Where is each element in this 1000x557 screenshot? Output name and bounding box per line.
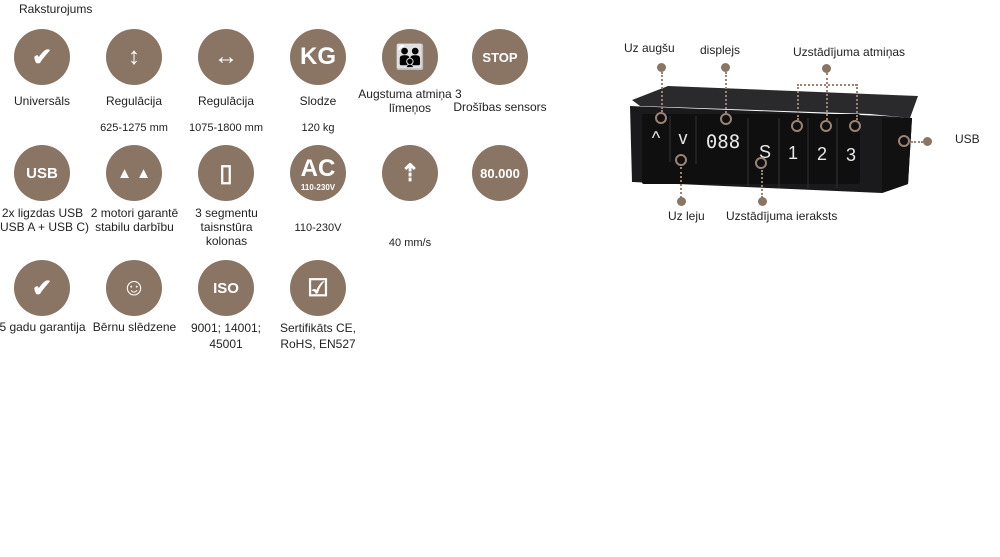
icon-glyph: KG xyxy=(300,43,336,70)
feature-label: 2x ligzdas USB (USB A + USB C) xyxy=(0,206,90,234)
memory-1-button[interactable]: 1 xyxy=(787,143,798,163)
down-button[interactable]: v xyxy=(678,128,688,148)
memory-2-button[interactable]: 2 xyxy=(816,144,827,164)
up-button[interactable]: ^ xyxy=(651,128,661,148)
feature-label: 2 motori garantē stabilu darbību xyxy=(90,206,179,234)
annotation-save: Uzstādījuma ieraksts xyxy=(726,209,838,223)
feature-label: 3 segmentu taisnstūra kolonas xyxy=(195,206,258,248)
icon-glyph: ↔ xyxy=(214,43,238,70)
icon-glyph-sub: 110-230V xyxy=(300,182,336,192)
icon-glyph: ▲ ▲ xyxy=(117,164,151,182)
feature-label: Universāls xyxy=(13,94,70,108)
usb-icon: USB xyxy=(14,145,70,201)
icon-glyph: 👪 xyxy=(395,43,425,71)
stop-sensor-icon: STOP xyxy=(472,29,528,85)
dual-motor-icon: ▲ ▲ xyxy=(106,145,162,201)
warranty-badge-icon: ✔ xyxy=(14,260,70,316)
iso-icon: ISO xyxy=(198,260,254,316)
child-lock-icon: ☺ xyxy=(106,260,162,316)
horizontal-arrows-icon: ↔ xyxy=(198,29,254,85)
check-icon: ✔ xyxy=(14,29,70,85)
annotation-down: Uz leju xyxy=(668,209,705,223)
vertical-arrows-icon: ↕ xyxy=(106,29,162,85)
feature-value: 110-230V xyxy=(294,222,342,234)
feature-label: Regulācija xyxy=(197,94,255,108)
feature-value: 120 kg xyxy=(301,122,335,134)
feature-value: 625-1275 mm xyxy=(100,122,168,134)
page-title: Raksturojums xyxy=(19,2,93,16)
icon-glyph: ISO xyxy=(213,279,239,297)
weight-kg-icon: KG xyxy=(290,29,346,85)
device-body xyxy=(630,86,918,193)
icon-glyph: USB xyxy=(26,164,58,182)
certificate-icon: ☑ xyxy=(290,260,346,316)
icon-glyph: STOP xyxy=(482,49,518,65)
feature-label: Augstuma atmiņa 3 līmeņos xyxy=(358,87,462,115)
display-readout: 088 xyxy=(705,131,741,153)
memory-3-button[interactable]: 3 xyxy=(845,145,856,165)
speed-arrows-icon: ⇡ xyxy=(382,145,438,201)
feature-value: 9001; 14001; 45001 xyxy=(190,321,262,351)
icon-glyph: 80.000 xyxy=(480,165,520,181)
annotation-usb: USB xyxy=(955,132,980,146)
icon-glyph: AC xyxy=(300,154,336,182)
annotation-memory: Uzstādījuma atmiņas xyxy=(793,45,906,59)
people-icon: 👪 xyxy=(382,29,438,85)
icon-glyph: ✔ xyxy=(31,43,53,71)
icon-glyph: ↕ xyxy=(128,43,140,70)
cycles-icon: 80.000 xyxy=(472,145,528,201)
icon-glyph: ☑ xyxy=(307,274,329,302)
feature-label: Regulācija xyxy=(105,94,163,108)
feature-label: Bērnu slēdzene xyxy=(92,320,177,334)
feature-label: Drošības sensors xyxy=(453,100,547,114)
feature-value: Sertifikāts CE, RoHS, EN527 xyxy=(279,321,357,351)
annotation-display: displejs xyxy=(700,43,741,57)
icon-glyph: ▯ xyxy=(219,159,233,187)
feature-value: 40 mm/s xyxy=(388,237,432,249)
icon-glyph: ⇡ xyxy=(399,159,421,187)
feature-label: Slodze xyxy=(299,94,337,108)
column-segments-icon: ▯ xyxy=(198,145,254,201)
feature-label: 5 gadu garantija xyxy=(0,320,86,334)
icon-glyph: ☺ xyxy=(121,274,147,301)
icon-glyph: ✔ xyxy=(31,274,53,302)
annotation-up: Uz augšu xyxy=(624,41,675,55)
feature-value: 1075-1800 mm xyxy=(189,122,263,134)
